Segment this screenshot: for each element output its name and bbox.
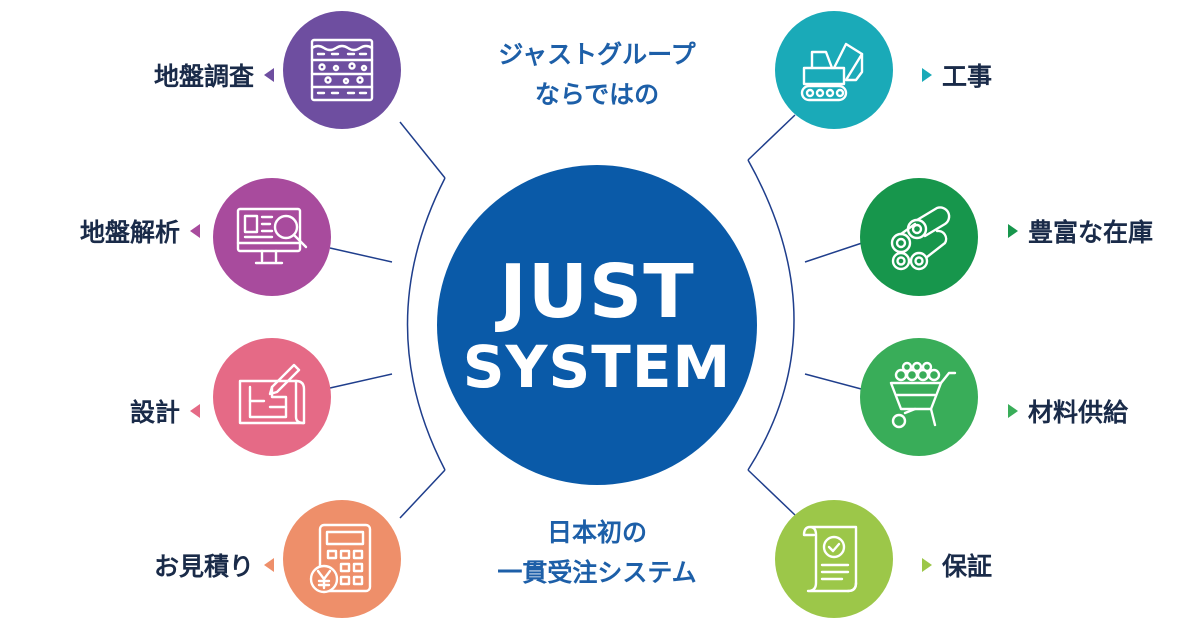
blueprint-pencil-icon xyxy=(238,363,306,425)
calculator-yen-icon xyxy=(309,523,372,594)
label-material-supply: 材料供給 xyxy=(1008,393,1128,429)
label-text: 保証 xyxy=(942,552,993,581)
center-title-line2: SYSTEM xyxy=(462,333,732,401)
spoke-line xyxy=(747,114,796,161)
node-inventory xyxy=(860,178,978,296)
arrow-right-icon xyxy=(922,68,932,82)
node-construction xyxy=(775,11,893,129)
spoke-line xyxy=(329,373,393,389)
label-text: 工事 xyxy=(942,62,993,91)
arrow-right-icon xyxy=(922,558,932,572)
pipe-stock-icon xyxy=(890,206,951,271)
right-arc xyxy=(747,159,795,471)
label-text: 地盤解析 xyxy=(79,218,180,247)
computer-magnifier-icon xyxy=(236,207,308,265)
wheelbarrow-icon xyxy=(889,361,957,429)
arrow-right-icon xyxy=(1008,224,1018,238)
bottom-caption-line1: 日本初の xyxy=(546,518,647,547)
label-design: 設計 xyxy=(130,393,200,429)
label-warranty: 保証 xyxy=(922,547,992,583)
spoke-line xyxy=(399,469,446,519)
node-soil-analysis xyxy=(213,178,331,296)
spoke-line xyxy=(399,121,446,179)
top-caption-line2: ならではの xyxy=(534,80,660,109)
label-text: お見積り xyxy=(153,552,254,581)
excavator-icon xyxy=(800,42,864,102)
certificate-scroll-icon xyxy=(802,525,858,593)
center-circle: JUST SYSTEM xyxy=(437,165,757,485)
bottom-caption-line2: 一貫受注システム xyxy=(497,558,697,587)
label-estimate: お見積り xyxy=(154,547,274,583)
label-inventory: 豊富な在庫 xyxy=(1008,213,1153,249)
spoke-line xyxy=(804,241,866,263)
label-construction: 工事 xyxy=(922,57,992,93)
label-text: 豊富な在庫 xyxy=(1028,218,1154,247)
left-arc xyxy=(406,177,446,471)
node-warranty xyxy=(775,500,893,618)
node-design xyxy=(213,338,331,456)
arrow-left-icon xyxy=(190,224,200,238)
arrow-left-icon xyxy=(190,404,200,418)
arrow-right-icon xyxy=(1008,404,1018,418)
arrow-left-icon xyxy=(264,558,274,572)
label-soil-survey: 地盤調査 xyxy=(154,57,274,93)
spoke-line xyxy=(747,469,796,516)
spoke-line xyxy=(804,373,866,391)
top-caption-line1: ジャストグループ xyxy=(498,40,696,69)
label-text: 設計 xyxy=(129,398,180,427)
label-text: 地盤調査 xyxy=(153,62,254,91)
node-estimate xyxy=(283,500,401,618)
arrow-left-icon xyxy=(264,68,274,82)
label-soil-analysis: 地盤解析 xyxy=(80,213,200,249)
node-soil-survey xyxy=(283,11,401,129)
node-material-supply xyxy=(860,338,978,456)
spoke-line xyxy=(329,247,393,263)
top-caption: ジャストグループ ならではの xyxy=(447,35,747,115)
bottom-caption: 日本初の 一貫受注システム xyxy=(447,513,747,593)
label-text: 材料供給 xyxy=(1028,398,1129,427)
soil-layers-icon xyxy=(310,38,374,102)
center-title-line1: JUST xyxy=(499,249,695,335)
